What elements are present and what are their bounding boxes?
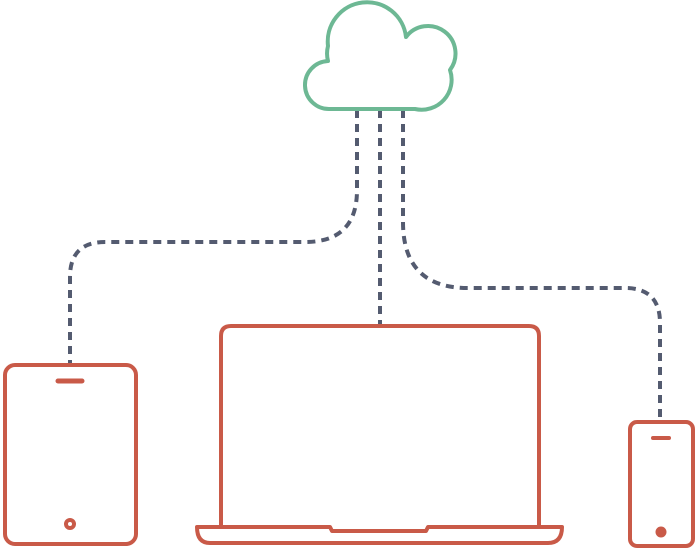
phone-home-button <box>655 526 667 538</box>
laptop-screen <box>219 324 541 527</box>
connector-cloud-phone <box>401 110 662 421</box>
tablet-home-button <box>64 518 76 530</box>
tablet-body <box>3 363 138 546</box>
smartphone-icon <box>628 420 695 548</box>
laptop-base <box>195 525 564 545</box>
laptop-icon <box>195 324 564 545</box>
tablet-icon <box>3 363 138 546</box>
connector-cloud-tablet <box>68 110 359 363</box>
phone-body <box>628 420 695 548</box>
cloud-icon <box>303 0 458 112</box>
